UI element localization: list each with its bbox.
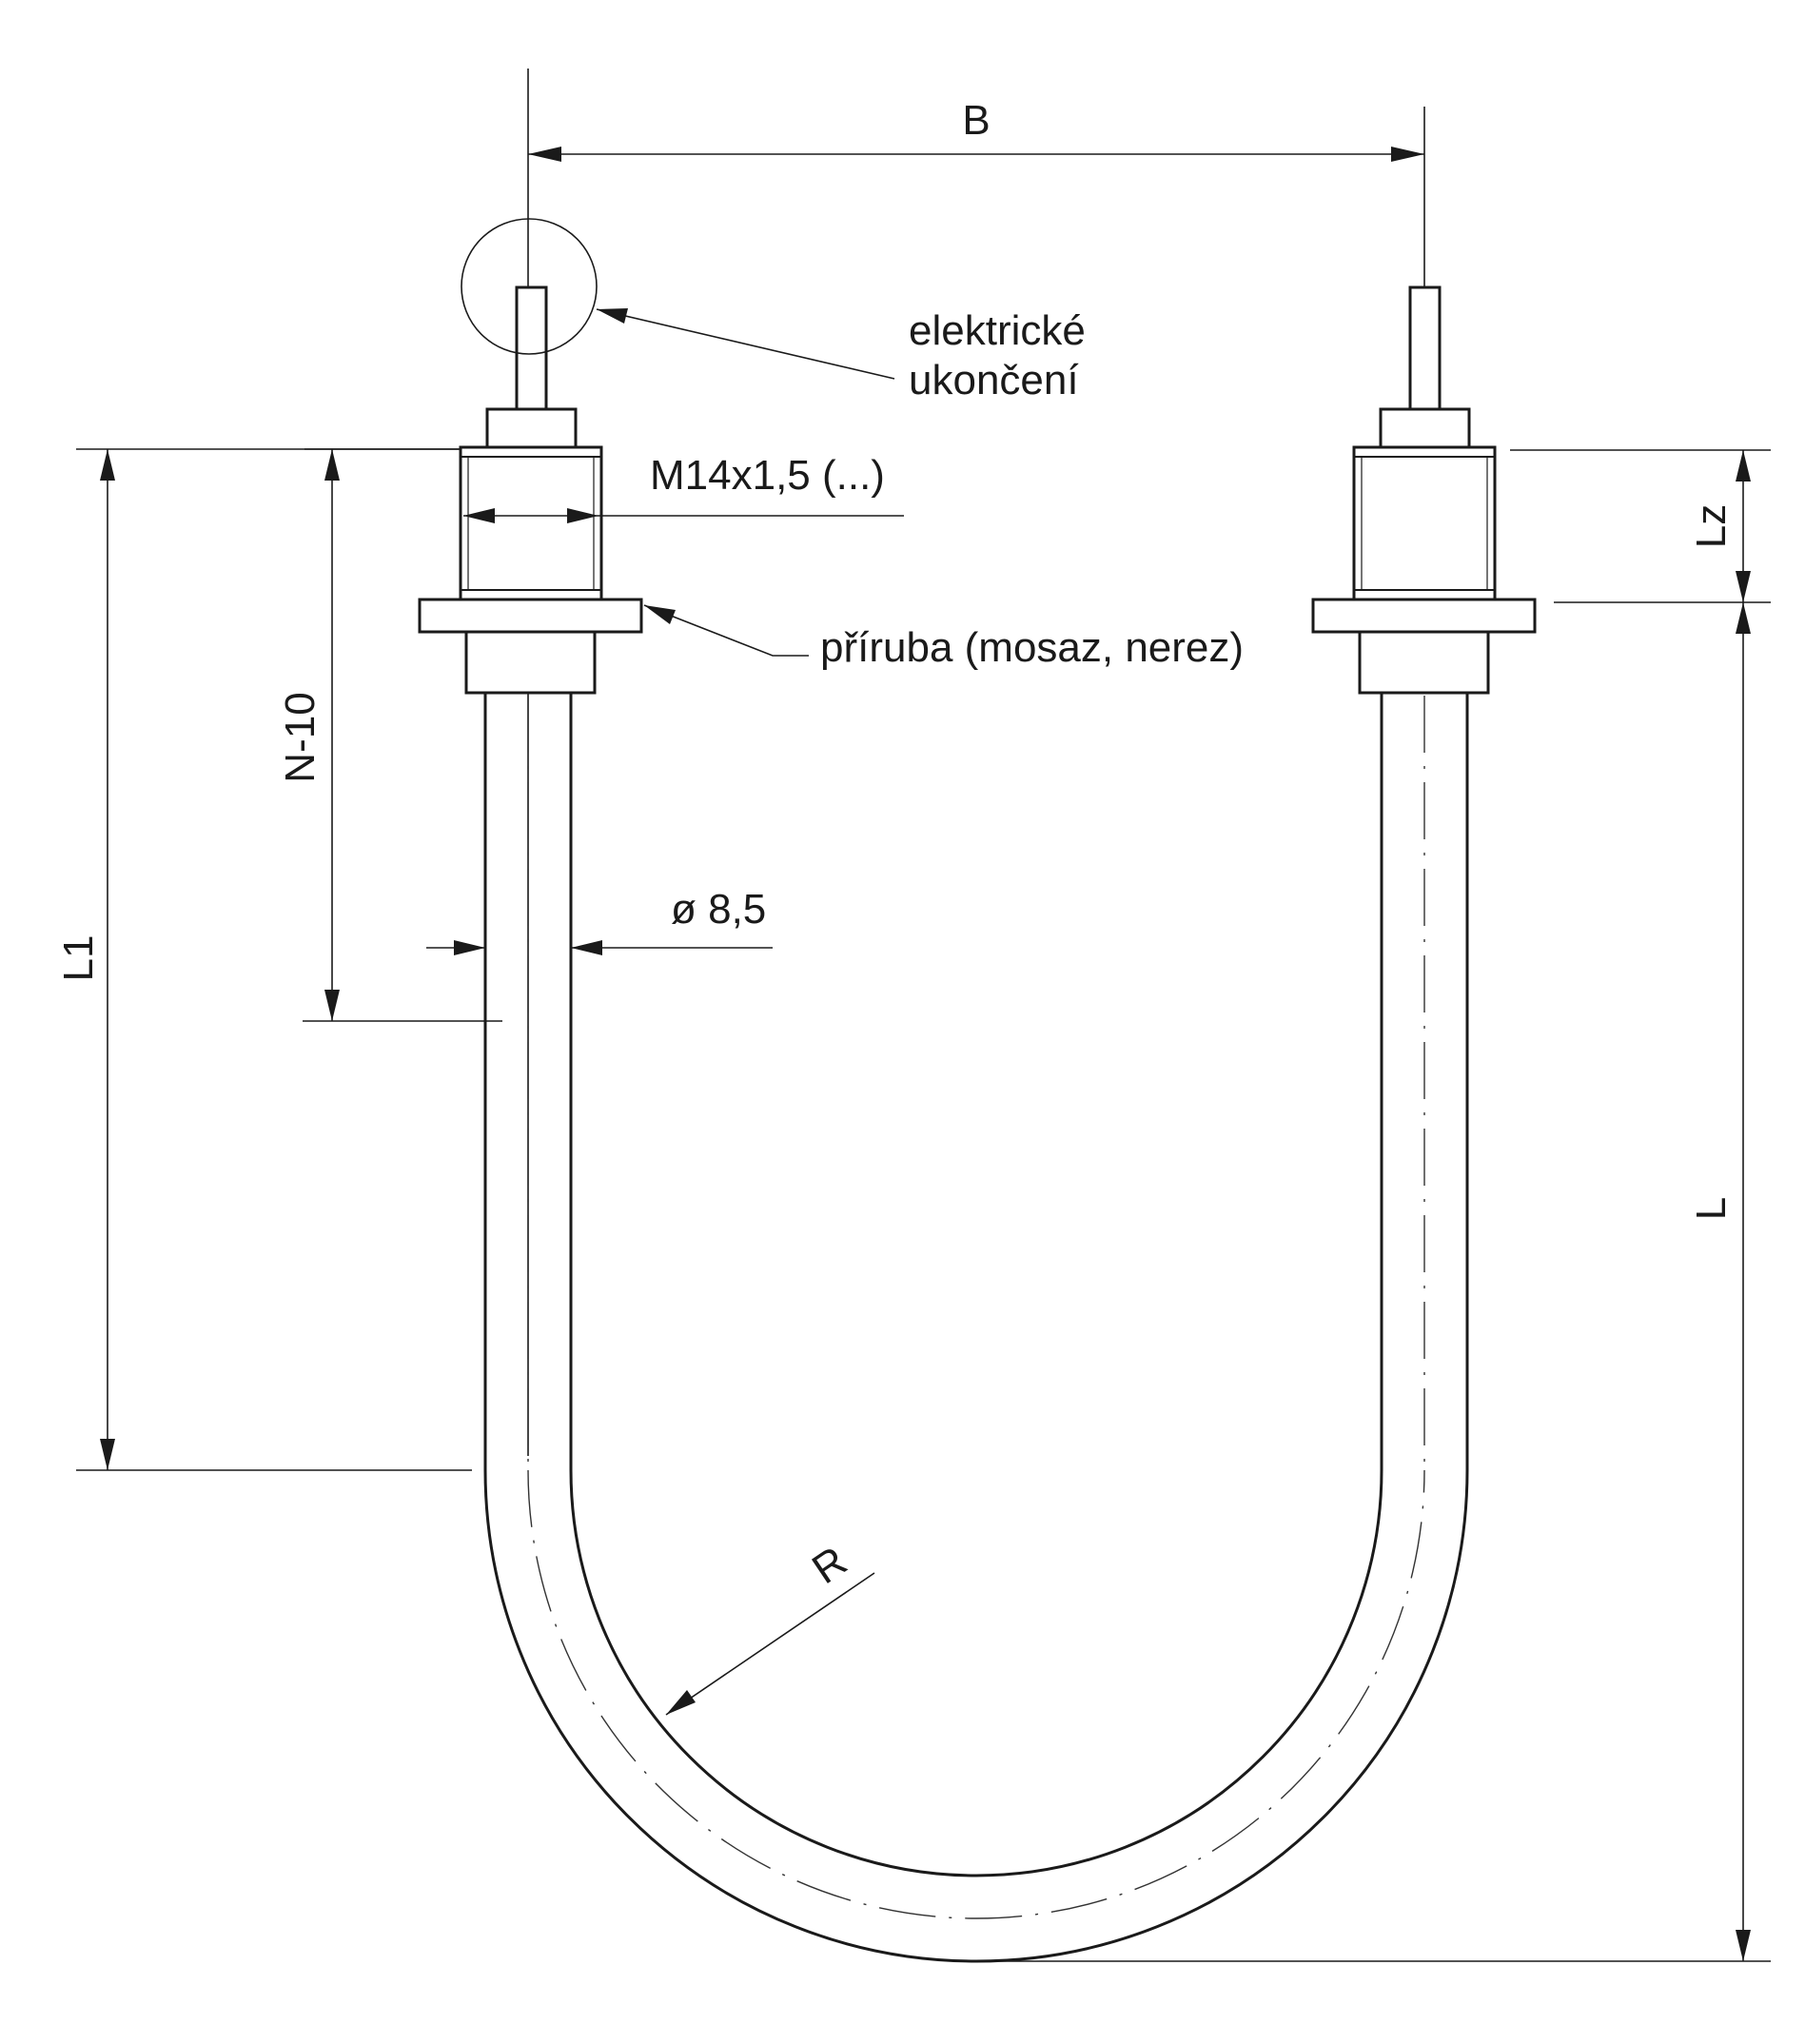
bend-centerline (527, 1469, 1425, 1919)
thread-dimension: M14x1,5 (...) (463, 452, 904, 523)
terminal-leader-line (596, 308, 895, 380)
left-terminal-assembly (418, 285, 643, 695)
left-thread-body (459, 445, 603, 601)
terminal-leader-arrow (597, 308, 628, 324)
b-arrow-left (528, 147, 561, 162)
l1-label: L1 (55, 935, 102, 982)
lz-arrow-top (1736, 450, 1751, 482)
diameter-arrow-right (571, 940, 602, 955)
right-terminal-pin (1408, 285, 1442, 411)
u-tube-outer-wall (483, 693, 1469, 1963)
u-tube (483, 693, 1469, 1963)
left-flange (418, 598, 643, 634)
thread-arrow-right (567, 508, 598, 523)
flange-leader-arrow (644, 605, 676, 624)
flange-callout: příruba (mosaz, nerez) (643, 604, 1244, 671)
terminal-detail-circle (461, 218, 598, 355)
n10-label: N-10 (277, 692, 324, 782)
l-arrow-bottom (1736, 1930, 1751, 1961)
lz-arrow-bottom (1736, 571, 1751, 602)
terminal-note-line2: ukončení (909, 357, 1079, 403)
right-collar (1358, 630, 1490, 695)
l-arrow-top (1736, 602, 1751, 634)
dimension-l1: L1 (55, 448, 472, 1471)
terminal-callout: elektrické ukončení (461, 218, 1086, 403)
u-tube-inner-wall (569, 693, 1383, 1877)
dimension-lz: Lz (1510, 449, 1771, 603)
b-label: B (962, 97, 990, 144)
left-nut-top (485, 407, 578, 449)
diameter-label: ø 8,5 (671, 886, 766, 933)
flange-note: příruba (mosaz, nerez) (820, 624, 1244, 671)
b-arrow-right (1391, 147, 1424, 162)
lz-label: Lz (1688, 504, 1735, 548)
diameter-arrow-left (454, 940, 485, 955)
n10-arrow-top (324, 449, 340, 481)
dimension-l: L (976, 602, 1771, 1962)
radius-leader-line (665, 1572, 875, 1716)
radius-arrow (666, 1690, 696, 1715)
terminal-note-line1: elektrické (909, 307, 1086, 354)
l1-arrow-bottom (100, 1439, 115, 1470)
n10-arrow-bottom (324, 990, 340, 1021)
thread-arrow-left (463, 508, 495, 523)
tube-diameter-dimension: ø 8,5 (426, 886, 773, 955)
flange-leader-line (643, 604, 809, 657)
dimension-b: B (528, 97, 1424, 162)
left-collar (464, 630, 597, 695)
right-nut-top (1379, 407, 1471, 449)
right-terminal-assembly (1311, 285, 1537, 695)
radius-dimension: R (665, 1538, 875, 1716)
left-terminal-pin (515, 285, 548, 411)
l1-arrow-top (100, 449, 115, 481)
right-thread-body (1352, 445, 1497, 601)
radius-label: R (804, 1538, 855, 1593)
right-flange (1311, 598, 1537, 634)
l-label: L (1688, 1197, 1735, 1220)
thread-label: M14x1,5 (...) (650, 452, 885, 499)
